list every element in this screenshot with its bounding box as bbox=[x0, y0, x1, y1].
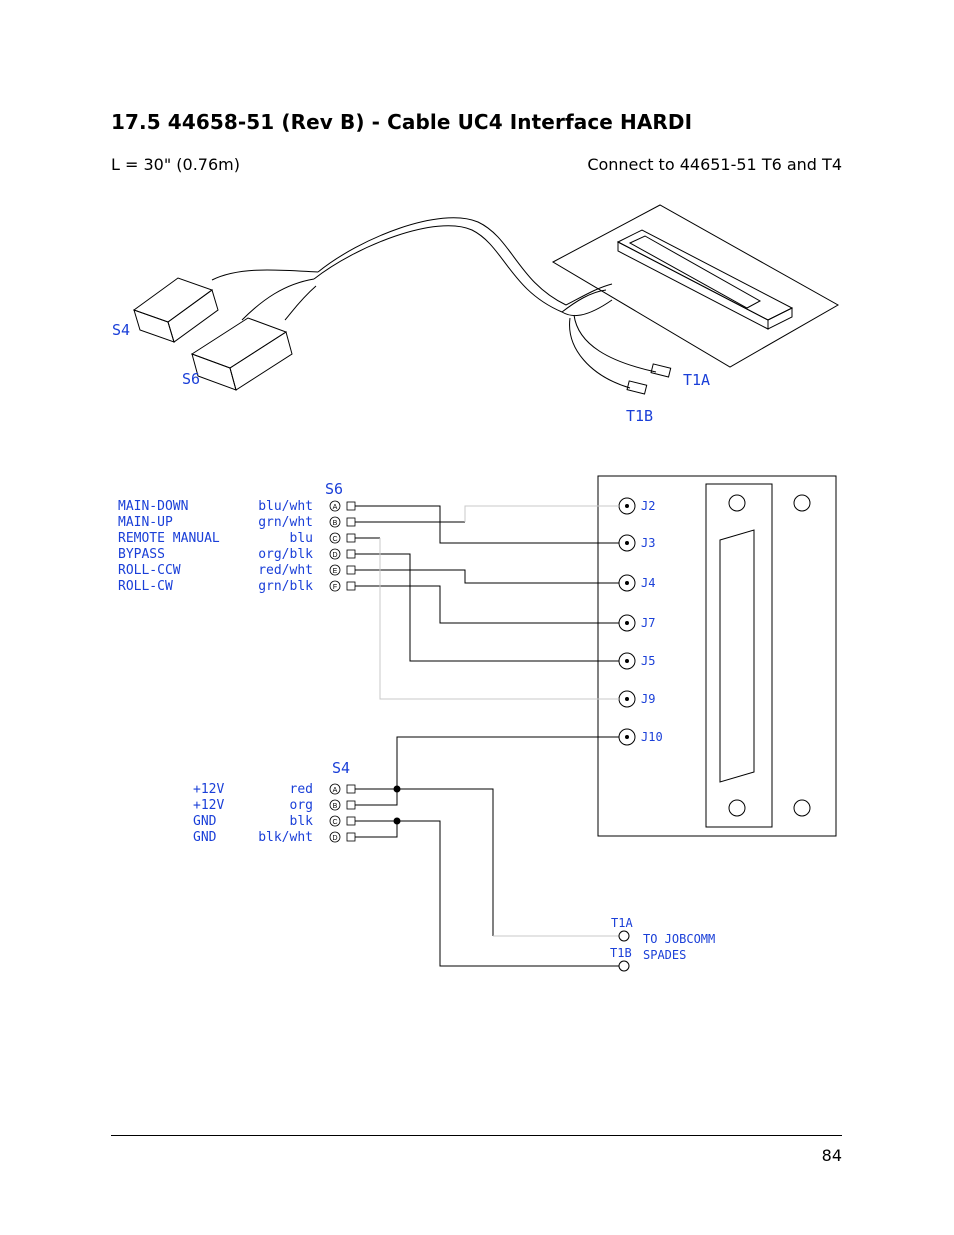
s6-color-e: red/wht bbox=[258, 563, 313, 578]
s4-pin-c: C bbox=[332, 819, 337, 826]
s6-color-f: grn/blk bbox=[258, 579, 313, 594]
section-heading: 17.5 44658-51 (Rev B) - Cable UC4 Interf… bbox=[111, 110, 693, 134]
s4-color-c: blk bbox=[290, 814, 314, 829]
s4-signal-c: GND bbox=[193, 814, 217, 829]
dsub-frame bbox=[705, 483, 773, 828]
s4-color-a: red bbox=[290, 782, 313, 797]
s6-pin-d: D bbox=[332, 552, 337, 559]
j5-label: J5 bbox=[641, 654, 655, 668]
spade-t1a-label: T1A bbox=[611, 916, 633, 930]
s6-title: S6 bbox=[325, 480, 343, 498]
interface-board bbox=[551, 204, 840, 368]
spade-t1a bbox=[618, 930, 630, 942]
s4-signal-a: +12V bbox=[193, 782, 224, 797]
j4-label: J4 bbox=[641, 576, 655, 590]
s6-pin-f: F bbox=[333, 584, 337, 591]
s6-color-b: grn/wht bbox=[258, 515, 313, 530]
s6-pin-a: A bbox=[333, 504, 338, 511]
page-number: 84 bbox=[821, 1146, 842, 1165]
s6-signal-e: ROLL-CCW bbox=[118, 563, 181, 578]
s4-pin-b: B bbox=[333, 803, 338, 810]
junction-dot bbox=[393, 785, 401, 793]
j9-label: J9 bbox=[641, 692, 655, 706]
s4-title: S4 bbox=[332, 759, 350, 777]
s4-pin-d: D bbox=[332, 835, 337, 842]
j10-label: J10 bbox=[641, 730, 663, 744]
s4-signal-b: +12V bbox=[193, 798, 224, 813]
cable-illustration bbox=[132, 204, 840, 395]
s4-color-b: org bbox=[290, 798, 313, 813]
s4-connector bbox=[132, 277, 214, 323]
dsub-connector bbox=[719, 529, 755, 783]
spade-t1b-label: T1B bbox=[610, 946, 632, 960]
t1a-illus-label: T1A bbox=[683, 371, 710, 389]
s6-signal-f: ROLL-CW bbox=[118, 579, 173, 594]
s6-illus-label: S6 bbox=[182, 370, 200, 388]
j3-label: J3 bbox=[641, 536, 655, 550]
s6-pin-b: B bbox=[333, 520, 338, 527]
s4-color-d: blk/wht bbox=[258, 830, 313, 845]
cable-length: L = 30" (0.76m) bbox=[111, 155, 240, 174]
spade-t1b bbox=[618, 960, 630, 972]
s4-illus-label: S4 bbox=[112, 321, 130, 339]
interface-box bbox=[597, 475, 837, 837]
j2-label: J2 bbox=[641, 499, 655, 513]
s4-pin-a: A bbox=[333, 787, 338, 794]
s6-color-a: blu/wht bbox=[258, 499, 313, 514]
spades-note-1: TO JOBCOMM bbox=[643, 932, 715, 946]
footer-rule bbox=[111, 1135, 842, 1136]
s6-color-c: blu bbox=[290, 531, 313, 546]
s6-pin-e: E bbox=[333, 568, 338, 575]
s6-signal-d: BYPASS bbox=[118, 547, 165, 562]
s6-pin-c: C bbox=[332, 536, 337, 543]
s6-signal-b: MAIN-UP bbox=[118, 515, 173, 530]
connect-note: Connect to 44651-51 T6 and T4 bbox=[587, 155, 842, 174]
s6-color-d: org/blk bbox=[258, 547, 313, 562]
junction-dot bbox=[393, 817, 401, 825]
t1b-illus-label: T1B bbox=[626, 407, 653, 425]
s6-signal-a: MAIN-DOWN bbox=[118, 499, 188, 514]
s6-connector bbox=[190, 317, 288, 369]
s6-signal-c: REMOTE MANUAL bbox=[118, 531, 220, 546]
j7-label: J7 bbox=[641, 616, 655, 630]
s4-signal-d: GND bbox=[193, 830, 217, 845]
spades-note-2: SPADES bbox=[643, 948, 686, 962]
